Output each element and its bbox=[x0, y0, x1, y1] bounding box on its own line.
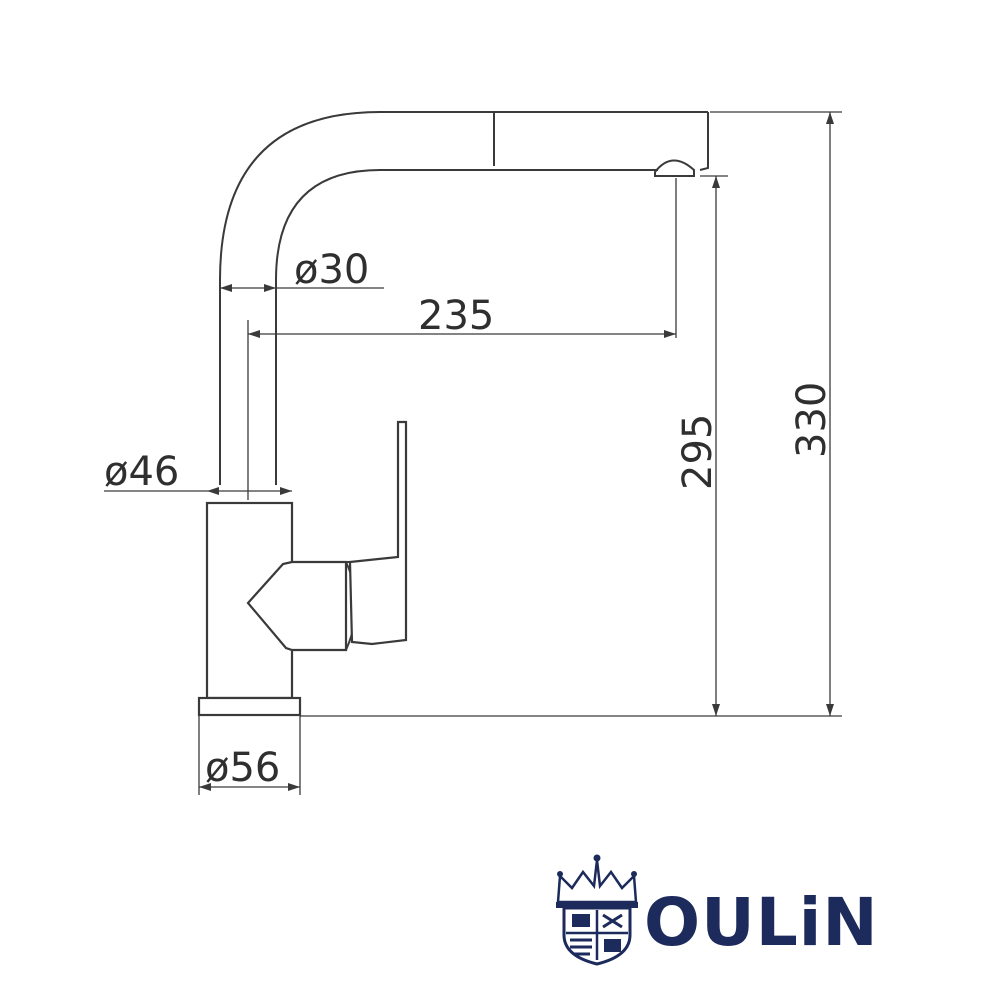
dim-label-base-diameter: ø56 bbox=[205, 745, 280, 791]
dim-label-body-diameter: ø46 bbox=[104, 449, 179, 495]
brand-name: OULiN bbox=[644, 884, 879, 961]
dim-label-total-height: 330 bbox=[789, 382, 835, 458]
extension-lines bbox=[198, 111, 842, 795]
brand-logo: OULiN bbox=[556, 854, 879, 966]
faucet-outline bbox=[219, 111, 709, 485]
base-plate bbox=[197, 696, 302, 717]
lever-handle bbox=[346, 420, 408, 646]
crown-crest-icon bbox=[556, 854, 638, 966]
dim-label-spout-height: 295 bbox=[675, 414, 721, 490]
dimension-lines bbox=[104, 112, 834, 791]
dim-label-spout-diameter: ø30 bbox=[294, 247, 369, 293]
dim-label-reach: 235 bbox=[418, 293, 494, 339]
